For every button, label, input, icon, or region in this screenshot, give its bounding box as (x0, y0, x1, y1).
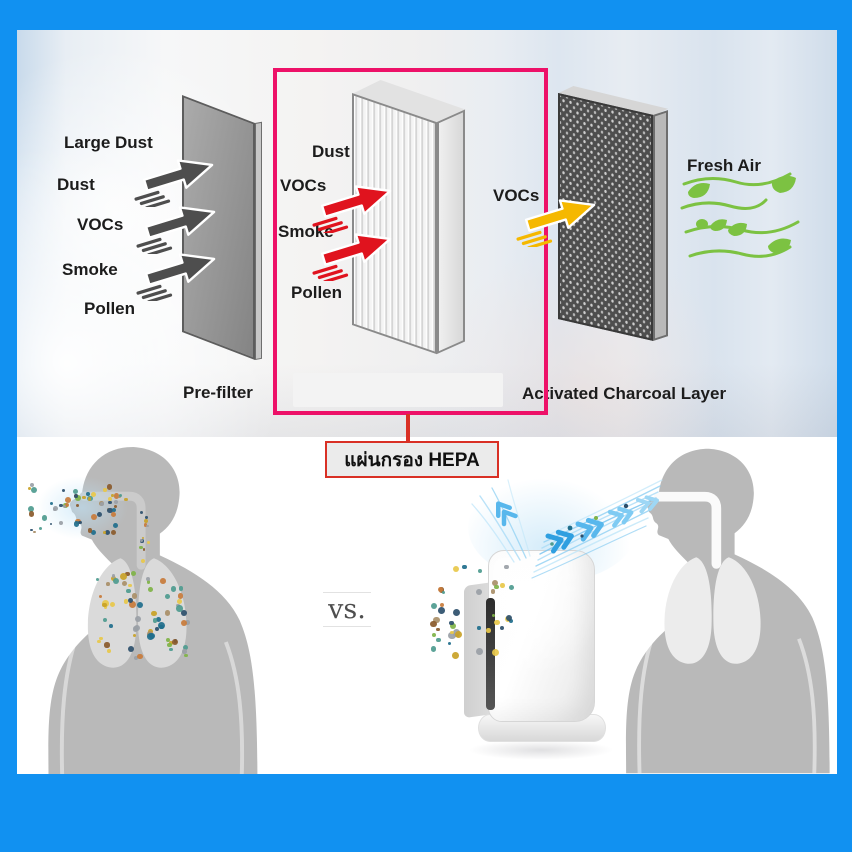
inhale-glow (36, 476, 128, 540)
red-arrow-2 (308, 224, 403, 281)
particle (452, 651, 460, 659)
purifier-shadow (468, 740, 614, 760)
prefilter-panel-edge (255, 121, 262, 360)
particle (448, 641, 452, 646)
air-purifier (488, 550, 595, 722)
particle (450, 630, 454, 635)
particle (448, 631, 456, 639)
fresh-air-label: Fresh Air (687, 156, 762, 175)
frame-right (837, 0, 852, 852)
label-dust: Dust (57, 175, 95, 194)
charcoal-caption: Activated Charcoal Layer (522, 384, 727, 403)
particle (436, 638, 441, 643)
charcoal-label-vocs: VOCs (493, 186, 540, 205)
particle (431, 633, 436, 638)
prefilter-caption: Pre-filter (183, 383, 253, 402)
hepa-callout-label: แผ่นกรอง HEPA (344, 449, 480, 471)
clean-airflow-stream (471, 479, 663, 579)
frame-bottom (0, 774, 852, 852)
callout-connector-line (406, 414, 410, 444)
particle (454, 630, 463, 638)
left-person-trachea (79, 491, 146, 570)
hepa-label-smoke: Smoke (278, 222, 334, 241)
label-pollen: Pollen (84, 299, 136, 318)
label-smoke: Smoke (62, 260, 118, 279)
right-person-arm-lines (637, 634, 817, 774)
label-vocs: VOCs (77, 215, 124, 234)
yellow-arrow (512, 190, 607, 247)
airflow-chevrons (496, 495, 659, 554)
particle (430, 645, 437, 652)
hepa-label-pollen: Pollen (291, 283, 343, 302)
vs-label: vs. (323, 592, 371, 627)
blank-caption-strip (293, 373, 503, 407)
particle (456, 634, 460, 638)
hepa-callout: แผ่นกรอง HEPA (325, 441, 499, 478)
fresh-air-breeze (680, 172, 800, 258)
airflow-specks (550, 503, 629, 546)
right-person-figure (625, 448, 830, 774)
right-person-trachea (653, 491, 722, 569)
frame-top (0, 0, 852, 30)
charcoal-panel-edge (653, 110, 668, 341)
label-large-dust: Large Dust (64, 133, 153, 152)
dark-arrow-3 (132, 244, 227, 301)
hepa-label-vocs: VOCs (280, 176, 327, 195)
frame-left (0, 0, 17, 852)
air-purifier-intake-strip (486, 598, 495, 710)
left-person-arm-lines (59, 637, 245, 780)
vs-divider: vs. (321, 592, 373, 627)
hepa-label-dust: Dust (312, 142, 350, 161)
particle (453, 629, 461, 637)
right-person-lungs (664, 557, 761, 664)
